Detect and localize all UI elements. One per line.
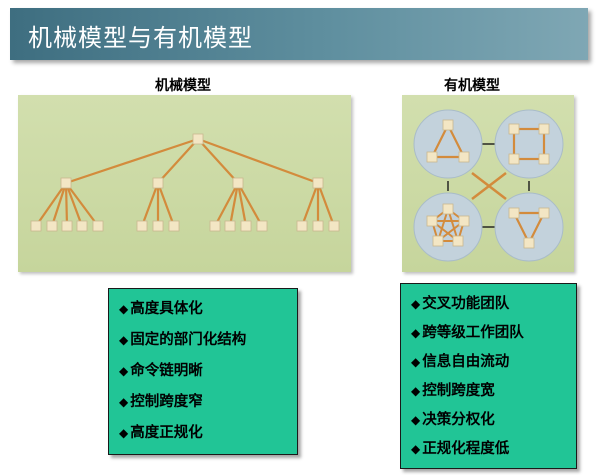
team-pentagon bbox=[426, 203, 470, 247]
list-item: ◆控制跨度宽 bbox=[411, 383, 495, 399]
diamond-bullet-icon: ◆ bbox=[411, 297, 421, 311]
hierarchy-diagram bbox=[30, 133, 340, 232]
mechanistic-features-box: ◆高度具体化 ◆固定的部门化结构 ◆命令链明晰 ◆控制跨度窄 ◆高度正规化 bbox=[108, 288, 298, 455]
title-bar: 机械模型与有机模型 bbox=[10, 8, 588, 60]
hierarchy-nodes bbox=[30, 133, 340, 232]
team-network-diagram bbox=[413, 109, 564, 262]
slide-title: 机械模型与有机模型 bbox=[28, 24, 253, 52]
team-square bbox=[508, 123, 550, 165]
list-item: ◆高度具体化 bbox=[119, 301, 203, 317]
list-item: ◆高度正规化 bbox=[119, 425, 203, 441]
diamond-bullet-icon: ◆ bbox=[119, 395, 129, 409]
list-item: ◆决策分权化 bbox=[411, 412, 495, 428]
list-item: ◆交叉功能团队 bbox=[411, 296, 510, 312]
organic-features-box: ◆交叉功能团队 ◆跨等级工作团队 ◆信息自由流动 ◆控制跨度宽 ◆决策分权化 ◆… bbox=[400, 283, 577, 469]
diamond-bullet-icon: ◆ bbox=[119, 426, 129, 440]
diamond-bullet-icon: ◆ bbox=[411, 326, 421, 340]
list-item: ◆控制跨度窄 bbox=[119, 394, 203, 410]
diamond-bullet-icon: ◆ bbox=[411, 442, 421, 456]
diamond-bullet-icon: ◆ bbox=[119, 302, 129, 316]
diamond-bullet-icon: ◆ bbox=[119, 333, 129, 347]
team-triangle-1 bbox=[426, 119, 470, 163]
hierarchy-lines bbox=[35, 137, 336, 227]
diamond-bullet-icon: ◆ bbox=[411, 384, 421, 398]
list-item: ◆信息自由流动 bbox=[411, 354, 510, 370]
team-triangle-2 bbox=[508, 207, 550, 249]
list-item: ◆正规化程度低 bbox=[411, 441, 510, 457]
list-item: ◆固定的部门化结构 bbox=[119, 332, 247, 348]
diamond-bullet-icon: ◆ bbox=[411, 413, 421, 427]
list-item: ◆命令链明晰 bbox=[119, 363, 203, 379]
organic-diagram-panel bbox=[402, 95, 574, 272]
cross-links bbox=[471, 172, 507, 200]
mechanistic-model-title: 机械模型 bbox=[155, 78, 211, 94]
organic-model-title: 有机模型 bbox=[444, 78, 500, 94]
diamond-bullet-icon: ◆ bbox=[119, 364, 129, 378]
diamond-bullet-icon: ◆ bbox=[411, 355, 421, 369]
mechanistic-diagram-panel bbox=[18, 95, 351, 272]
list-item: ◆跨等级工作团队 bbox=[411, 325, 524, 341]
